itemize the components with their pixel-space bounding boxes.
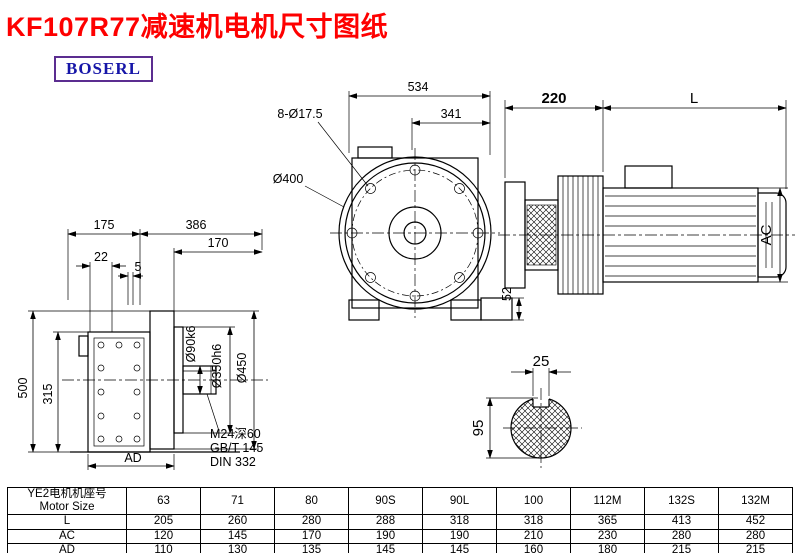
shaft-dia-label: Ø90k6 [184, 326, 198, 363]
section-dia-label: 95 [470, 420, 487, 437]
mounting-foot-right [450, 299, 482, 321]
size-col-header: 90L [422, 486, 497, 516]
left-view: 175 386 170 22 5 500 315 Ø90k6 [16, 218, 268, 470]
dim-ad-label: AD [124, 451, 141, 465]
table-cell: 230 [570, 528, 645, 544]
bolt-hole [454, 183, 465, 194]
table-header-row: YE2电机机座号 Motor Size 63 71 80 90S 90L 100… [7, 486, 793, 516]
table-row-L: L 205 260 280 288 318 318 365 413 452 [7, 514, 793, 530]
table-cell: 288 [348, 514, 423, 530]
dim-220-label: 220 [541, 90, 566, 107]
dim-52-label: 52 [500, 287, 514, 301]
dim-534-label: 534 [408, 80, 429, 94]
size-col-header: 132S [644, 486, 719, 516]
size-col-header: 63 [126, 486, 201, 516]
flange-diameter-label: Ø400 [273, 172, 304, 186]
motor-ac-label: AC [758, 224, 775, 245]
dim-22-label: 22 [94, 250, 108, 264]
motor-size-header-en: Motor Size [39, 501, 95, 514]
table-cell: 260 [200, 514, 275, 530]
flange-dia-side-label: Ø450 [235, 353, 249, 384]
front-view: 534 341 8-Ø17.5 Ø400 52 [273, 80, 524, 321]
table-cell: 215 [644, 542, 719, 553]
row-label: L [7, 514, 127, 530]
dim-341-label: 341 [441, 107, 462, 121]
table-cell: 280 [718, 528, 793, 544]
table-cell: 110 [126, 542, 201, 553]
dim-386-label: 386 [186, 218, 207, 232]
table-row-AC: AC 120 145 170 190 190 210 230 280 280 [7, 528, 793, 544]
brand-logo-text: BOSERL [66, 59, 141, 78]
size-col-header: 100 [496, 486, 571, 516]
table-cell: 205 [126, 514, 201, 530]
table-cell: 145 [348, 542, 423, 553]
table-cell: 180 [570, 542, 645, 553]
spigot-dia-label: Ø350h6 [210, 344, 224, 389]
thread-note-label: M24深60 [210, 427, 261, 441]
table-cell: 130 [200, 542, 275, 553]
size-col-header: 112M [570, 486, 645, 516]
gear-housing-side [87, 331, 151, 453]
dim-5-label: 5 [135, 260, 142, 274]
table-cell: 210 [496, 528, 571, 544]
table-cell: 280 [644, 528, 719, 544]
table-cell: 190 [348, 528, 423, 544]
dim-175-label: 175 [94, 218, 115, 232]
table-cell: 318 [496, 514, 571, 530]
mounting-foot-far-right [480, 297, 513, 321]
shaft-section-view: 25 95 [470, 353, 582, 468]
dim-315-label: 315 [41, 384, 55, 405]
gb-standard-label: GB/T 145 [210, 441, 263, 455]
table-cell: 452 [718, 514, 793, 530]
bolt-hole [454, 272, 465, 283]
table-cell: 120 [126, 528, 201, 544]
side-view: 220 L AC [498, 90, 795, 295]
table-cell: 318 [422, 514, 497, 530]
size-col-header: 80 [274, 486, 349, 516]
terminal-box [624, 165, 673, 189]
housing-lug [357, 146, 393, 159]
din-standard-label: DIN 332 [210, 455, 256, 469]
table-cell: 145 [422, 542, 497, 553]
housing-tab [78, 335, 89, 357]
bolt-hole [365, 272, 376, 283]
dim-500-label: 500 [16, 378, 30, 399]
motor-size-header-cn: YE2电机机座号 [27, 488, 107, 500]
motor-size-header: YE2电机机座号 Motor Size [7, 486, 127, 516]
table-cell: 135 [274, 542, 349, 553]
row-label: AC [7, 528, 127, 544]
table-cell: 160 [496, 542, 571, 553]
table-cell: 170 [274, 528, 349, 544]
size-col-header: 90S [348, 486, 423, 516]
bolt-holes-label: 8-Ø17.5 [277, 107, 322, 121]
brand-logo: BOSERL [54, 56, 153, 82]
size-col-header: 71 [200, 486, 275, 516]
table-row-AD: AD 110 130 135 145 145 160 180 215 215 [7, 542, 793, 553]
table-cell: 145 [200, 528, 275, 544]
row-label: AD [7, 542, 127, 553]
mounting-foot-left [348, 299, 380, 321]
bolt-hole [365, 183, 376, 194]
page-title: KF107R77减速机电机尺寸图纸 [6, 12, 389, 42]
table-cell: 280 [274, 514, 349, 530]
table-cell: 413 [644, 514, 719, 530]
cover-plate [93, 337, 145, 447]
keyway-cutout [533, 396, 549, 407]
table-cell: 365 [570, 514, 645, 530]
motor-dimension-table: YE2电机机座号 Motor Size 63 71 80 90S 90L 100… [7, 486, 793, 553]
table-cell: 190 [422, 528, 497, 544]
dim-170-label: 170 [208, 236, 229, 250]
table-cell: 215 [718, 542, 793, 553]
motor-length-label: L [690, 90, 698, 107]
size-col-header: 132M [718, 486, 793, 516]
key-width-label: 25 [533, 353, 550, 370]
